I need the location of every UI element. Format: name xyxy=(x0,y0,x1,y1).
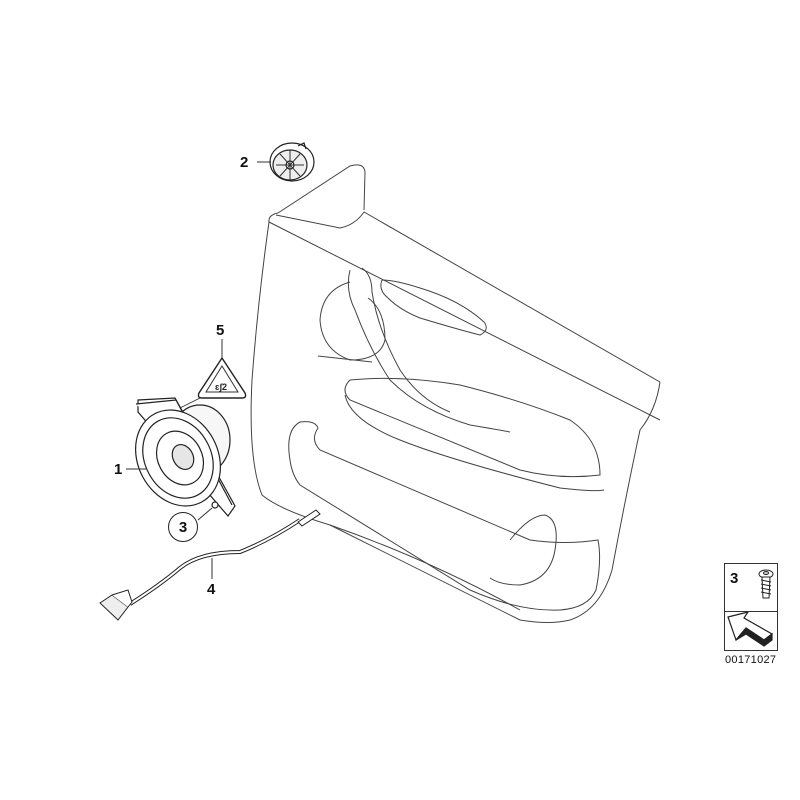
catalogue-number: 00171027 xyxy=(725,654,777,666)
direction-arrow-icon xyxy=(727,611,774,647)
leader-line-3 xyxy=(197,507,213,521)
svg-text:ɛ∫2: ɛ∫2 xyxy=(215,382,227,392)
callout-number-3: 3 xyxy=(178,518,188,536)
callout-label-2: 2 xyxy=(240,154,249,171)
loudspeaker-part xyxy=(134,397,236,517)
cable-part xyxy=(99,509,321,621)
parts-legend-box: 3 xyxy=(724,563,778,651)
legend-divider xyxy=(725,611,777,612)
screw-icon xyxy=(758,569,774,599)
warning-label-triangle: ɛ∫2 xyxy=(197,356,247,399)
callout-label-4: 4 xyxy=(207,581,216,598)
legend-item-number: 3 xyxy=(730,570,739,587)
callout-label-1: 1 xyxy=(114,461,123,478)
callout-label-3: 3 xyxy=(168,512,198,542)
callout-label-5: 5 xyxy=(216,322,225,339)
tweeter-part xyxy=(269,142,315,182)
door-trim-panel xyxy=(250,164,661,623)
